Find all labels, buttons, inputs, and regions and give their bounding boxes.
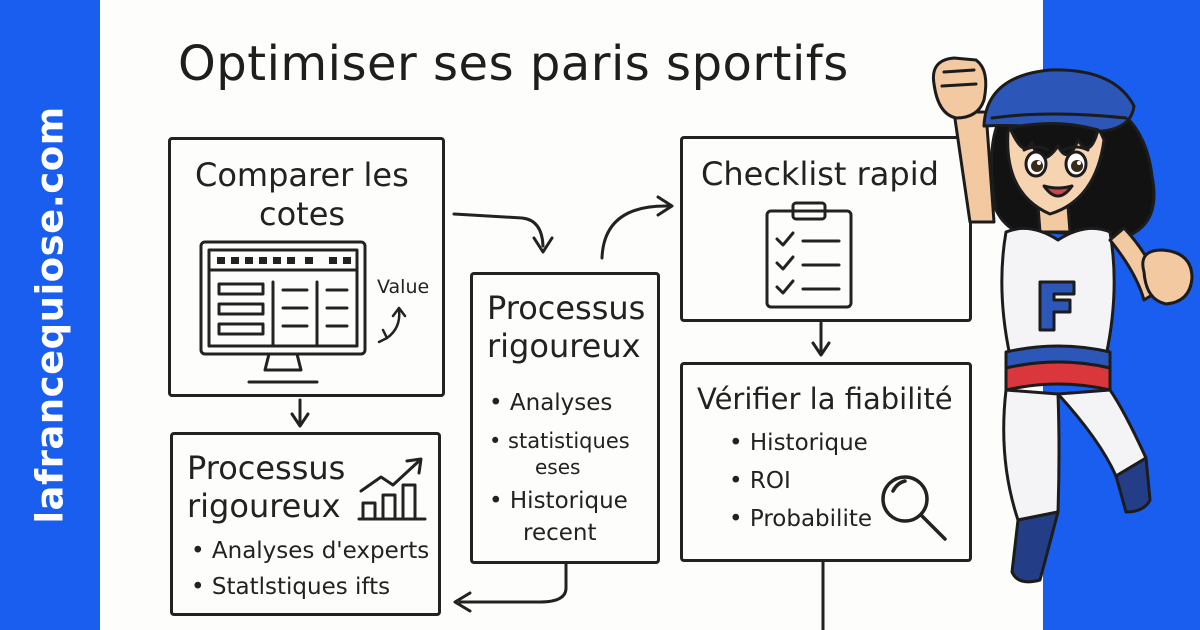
process-center-heading-line1: Processus (487, 289, 646, 327)
arrow-process-center-to-process-left (458, 561, 568, 604)
verify-bullet-2: • ROI (729, 468, 791, 494)
magnifier-icon (881, 475, 947, 541)
page-title: Optimiser ses paris sportifs (178, 36, 849, 92)
process-center-bullet-3-cont: recent (523, 520, 597, 546)
verify-heading: Vérifier la fiabilité (697, 382, 953, 416)
value-swap-arrow-icon (377, 306, 407, 344)
box-compare-odds: Comparer les cotes Value (168, 137, 445, 397)
computer-monitor-icon (199, 240, 367, 384)
box-verify-reliability: Vérifier la fiabilité • Historique • ROI… (680, 362, 972, 562)
compare-heading-line2: cotes (259, 195, 346, 233)
process-center-heading-line2: rigoureux (487, 327, 641, 365)
box-process-center: Processus rigoureux • Analyses • statist… (470, 272, 660, 564)
verify-bullet-3: • Probabilite (729, 506, 872, 532)
process-center-bullet-1: • Analyses (489, 390, 613, 416)
arrow-compare-to-process-center (452, 212, 545, 248)
process-left-bullet-1: • Analyses d'experts (191, 538, 430, 564)
process-center-bullet-3: • Historique (489, 488, 628, 514)
mascot-illustration (931, 56, 1194, 584)
bar-chart-growth-icon (357, 457, 427, 521)
process-center-bullet-2: • statistiques (489, 429, 630, 453)
process-center-bullet-2-cont: eses (535, 455, 581, 479)
arrow-process-center-to-checklist (600, 204, 670, 260)
checklist-heading: Checklist rapid (701, 155, 939, 193)
process-left-heading-line2: rigoureux (187, 487, 341, 525)
compare-value-label: Value (377, 276, 430, 298)
compare-heading-line1: Comparer les (195, 156, 409, 194)
process-left-heading-line1: Processus (187, 449, 346, 487)
verify-bullet-1: • Historique (729, 430, 868, 456)
box-checklist: Checklist rapid (680, 136, 972, 322)
process-left-bullet-2: • Statlstiques ifts (191, 574, 391, 600)
brand-sidebar-left: lafrancequiose.com (0, 0, 100, 630)
clipboard-checklist-icon (765, 201, 853, 309)
box-process-left: Processus rigoureux • Analyses d'experts… (170, 432, 441, 616)
